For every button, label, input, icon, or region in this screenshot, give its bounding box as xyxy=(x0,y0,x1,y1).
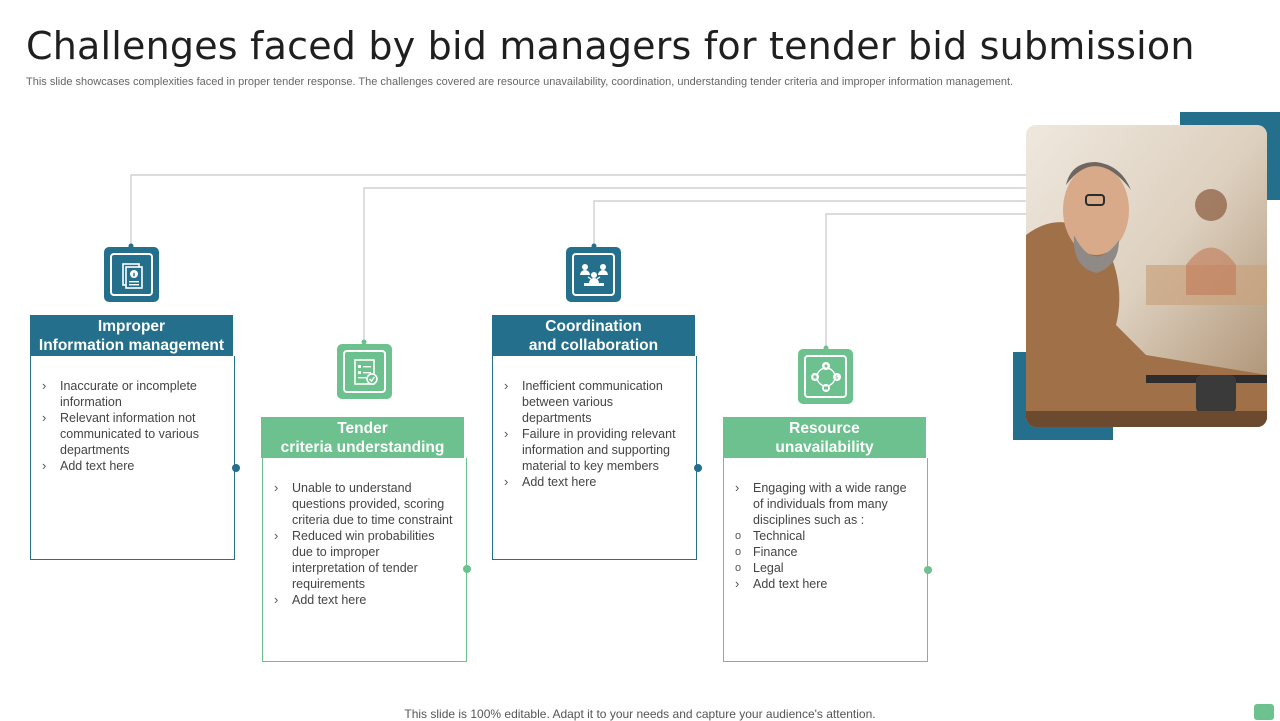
man-working-on-laptop-photo xyxy=(1026,125,1267,427)
card-1-body: Inaccurate or incomplete information Rel… xyxy=(30,356,235,560)
card-1-bullet-3: Add text here xyxy=(41,458,221,474)
svg-text:$: $ xyxy=(835,375,838,381)
page-title: Challenges faced by bid managers for ten… xyxy=(26,24,1195,68)
card-4-bullets: Engaging with a wide range of individual… xyxy=(734,480,914,592)
card-1-bullet-2: Relevant information not communicated to… xyxy=(41,410,221,458)
card-3-body: Inefficient communication between variou… xyxy=(492,356,697,560)
card-3-bullet-1: Inefficient communication between variou… xyxy=(503,378,683,426)
checklist-document-icon xyxy=(343,350,386,393)
card-2-bullet-3: Add text here xyxy=(273,592,453,608)
card-4-dot xyxy=(924,566,932,574)
card-1-bullet-1: Inaccurate or incomplete information xyxy=(41,378,221,410)
card-2-header: Tender criteria understanding xyxy=(261,417,464,458)
card-4-sub-bullet-2: Finance xyxy=(734,544,914,560)
page-subtitle: This slide showcases complexities faced … xyxy=(26,76,1014,88)
card-2-bullet-2: Reduced win probabilities due to imprope… xyxy=(273,528,453,592)
photo-frame xyxy=(1012,112,1280,442)
card-3-header: Coordination and collaboration xyxy=(492,315,695,356)
card-4-sub-bullet-1: Technical xyxy=(734,528,914,544)
card-4-header: Resource unavailability xyxy=(723,417,926,458)
card-3-bullet-2: Failure in providing relevant informatio… xyxy=(503,426,683,474)
card-3-bullets: Inefficient communication between variou… xyxy=(503,378,683,490)
resource-cycle-icon: $ xyxy=(804,355,847,398)
card-4-icon-box: $ xyxy=(798,349,853,404)
card-1-dot xyxy=(232,464,240,472)
card-2-body: Unable to understand questions provided,… xyxy=(262,458,467,662)
card-4-bullet-last: Add text here xyxy=(734,576,914,592)
footer-note: This slide is 100% editable. Adapt it to… xyxy=(404,707,876,721)
card-4-bullet-1: Engaging with a wide range of individual… xyxy=(734,480,914,528)
card-2-icon-box xyxy=(337,344,392,399)
corner-accent xyxy=(1254,704,1274,720)
card-4-body: Engaging with a wide range of individual… xyxy=(723,458,928,662)
team-meeting-icon xyxy=(572,253,615,296)
card-1-header: Improper Information management xyxy=(30,315,233,356)
info-document-icon xyxy=(110,253,153,296)
card-3-icon-box xyxy=(566,247,621,302)
card-1-bullets: Inaccurate or incomplete information Rel… xyxy=(41,378,221,474)
card-2-bullets: Unable to understand questions provided,… xyxy=(273,480,453,608)
card-2-bullet-1: Unable to understand questions provided,… xyxy=(273,480,453,528)
card-1-icon-box xyxy=(104,247,159,302)
card-4-sub-bullet-3: Legal xyxy=(734,560,914,576)
card-3-bullet-3: Add text here xyxy=(503,474,683,490)
card-3-dot xyxy=(694,464,702,472)
card-2-dot xyxy=(463,565,471,573)
